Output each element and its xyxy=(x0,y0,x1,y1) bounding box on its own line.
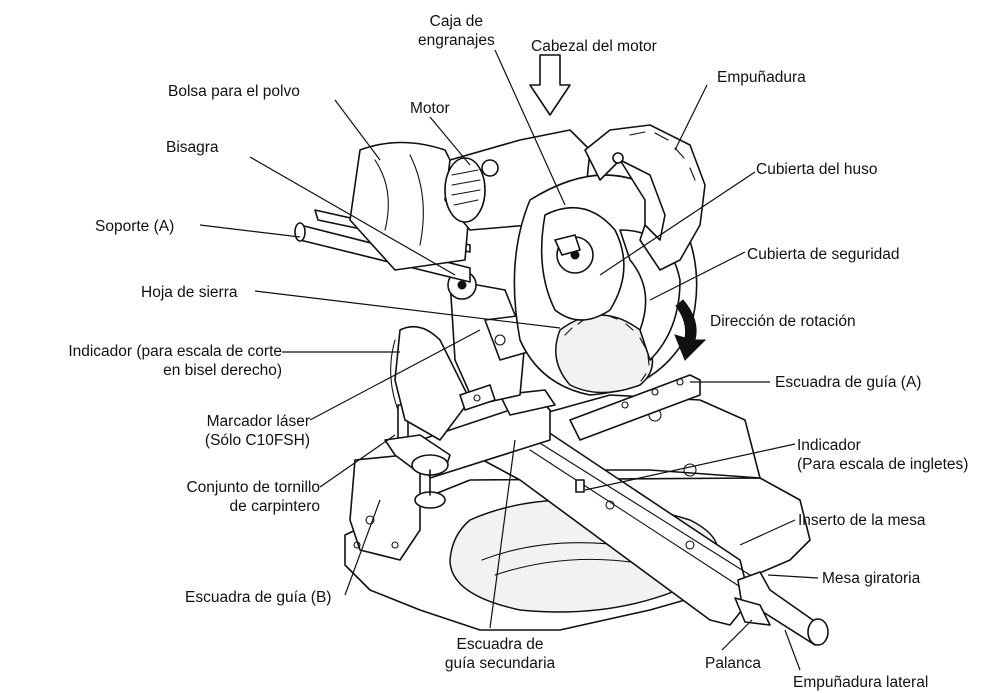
label-bevel-indicator-line2: en bisel derecho) xyxy=(163,362,282,379)
label-turntable: Mesa giratoria xyxy=(822,570,921,587)
laser-marker-drawing xyxy=(459,384,496,411)
label-bevel-indicator: Indicador (para escala de corte en bisel… xyxy=(0,342,282,380)
label-gear-box-line2: engranajes xyxy=(418,32,495,49)
label-spindle-cover: Cubierta del huso xyxy=(756,161,878,178)
label-sub-guide-line2: guía secundaria xyxy=(444,655,556,672)
miter-indicator-drawing xyxy=(575,479,585,493)
label-gear-box-line1: Caja de xyxy=(429,13,484,30)
label-vise-assembly-line2: de carpintero xyxy=(229,498,320,515)
label-guide-b: Escuadra de guía (B) xyxy=(185,589,332,606)
label-safety-cover: Cubierta de seguridad xyxy=(747,246,900,263)
label-side-handle: Empuñadura lateral xyxy=(793,674,929,691)
label-sub-guide-line1: Escuadra de xyxy=(456,636,544,653)
label-holder-a: Soporte (A) xyxy=(95,218,175,235)
label-rotation-direction: Dirección de rotación xyxy=(710,313,856,330)
label-gear-box: Caja de engranajes xyxy=(418,12,495,50)
label-laser-marker-line2: (Sólo C10FSH) xyxy=(204,432,310,449)
label-handle: Empuñadura xyxy=(717,69,806,86)
label-saw-blade: Hoja de sierra xyxy=(141,284,238,301)
label-miter-indicator: Indicador (Para escala de ingletes) xyxy=(797,436,968,474)
label-vise-assembly: Conjunto de tornillo de carpintero xyxy=(140,478,320,516)
turntable-arm-drawing xyxy=(454,429,829,646)
handle-drawing xyxy=(584,124,706,271)
label-laser-marker: Marcador láser (Sólo C10FSH) xyxy=(160,412,310,450)
label-laser-marker-line1: Marcador láser xyxy=(206,413,310,430)
label-vise-assembly-line1: Conjunto de tornillo xyxy=(186,479,320,496)
label-hinge: Bisagra xyxy=(166,139,219,156)
label-table-insert: Inserto de la mesa xyxy=(798,512,926,529)
arm-drawing xyxy=(390,270,536,441)
rotation-arrow xyxy=(674,299,707,361)
leader-lines xyxy=(199,49,819,671)
dust-bag-drawing xyxy=(349,141,471,271)
label-miter-indicator-line1: Indicador xyxy=(797,437,861,454)
label-miter-indicator-line2: (Para escala de ingletes) xyxy=(797,456,969,473)
motor-head-arrow xyxy=(529,54,571,116)
label-motor-head: Cabezal del motor xyxy=(531,38,657,55)
label-lever: Palanca xyxy=(705,655,762,672)
label-guide-a: Escuadra de guía (A) xyxy=(775,374,922,391)
label-sub-guide: Escuadra de guía secundaria xyxy=(430,635,570,673)
label-bevel-indicator-line1: Indicador (para escala de corte xyxy=(68,343,282,360)
label-motor: Motor xyxy=(410,100,450,117)
label-dust-bag: Bolsa para el polvo xyxy=(168,83,300,100)
